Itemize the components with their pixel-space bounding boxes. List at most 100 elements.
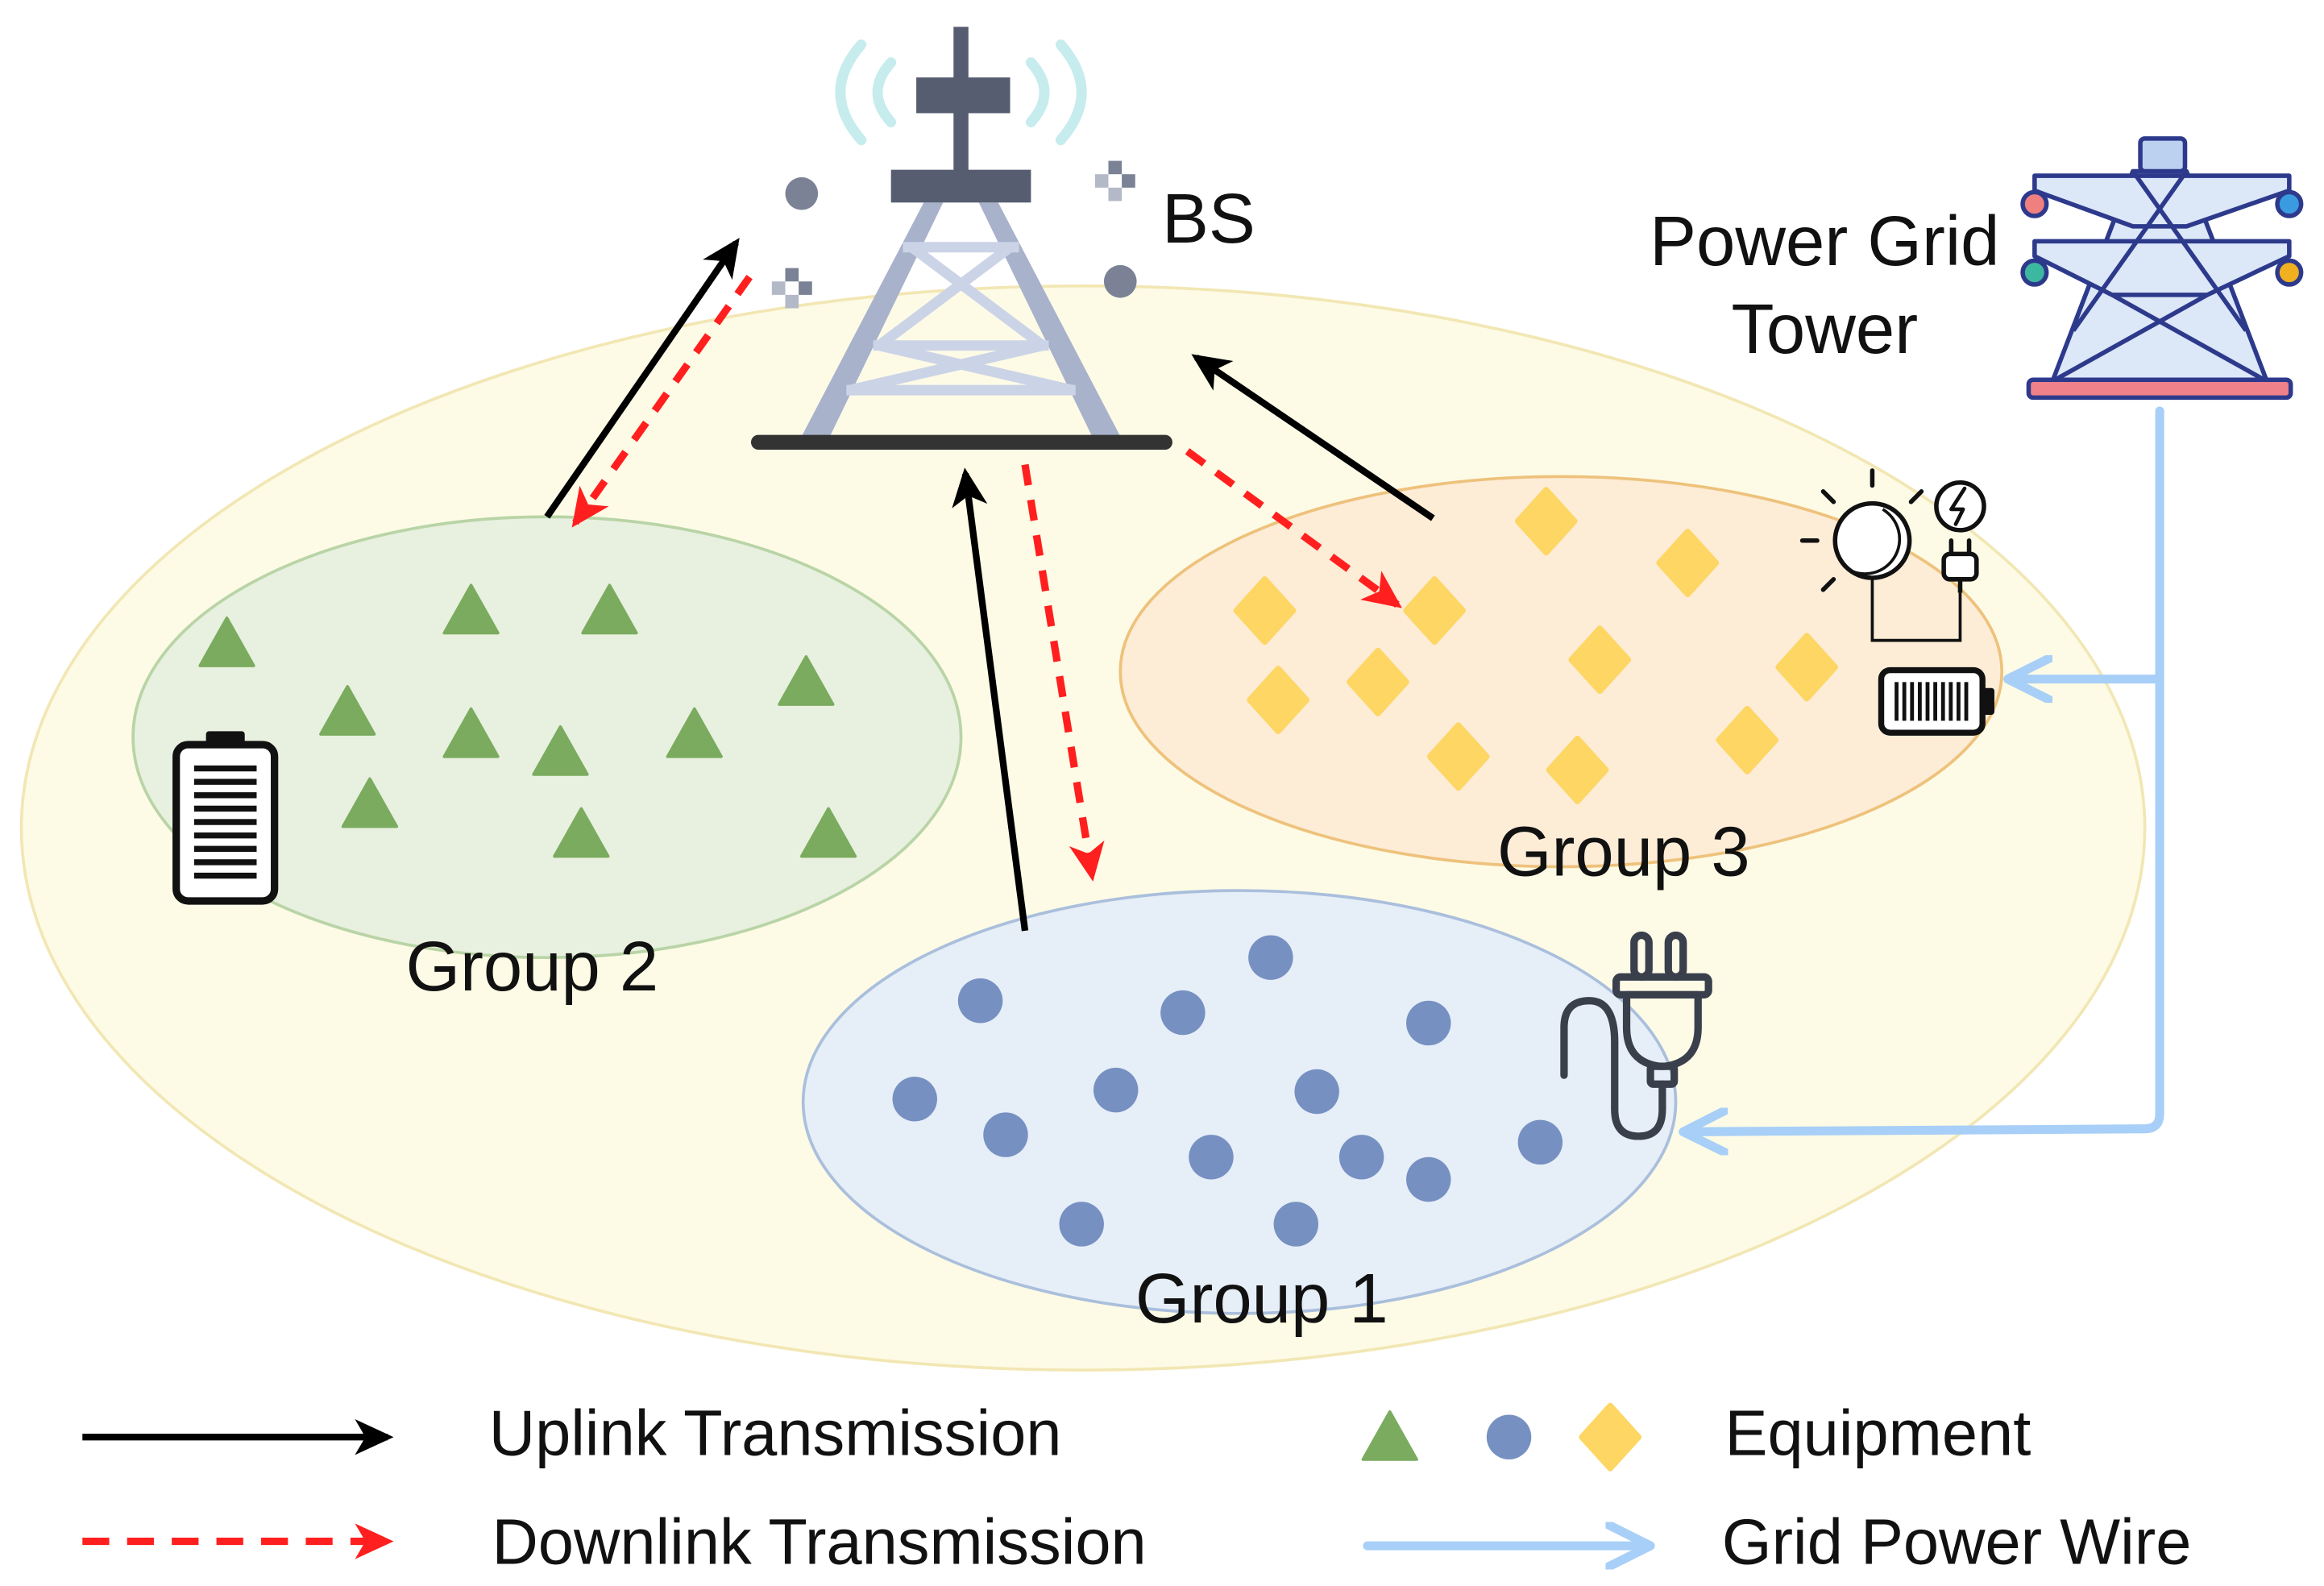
signal-dot — [785, 176, 819, 210]
group3-area — [1118, 475, 2004, 869]
signal-dot — [1103, 264, 1137, 298]
bs-label: BS — [1162, 180, 1255, 258]
power-grid-label-line1: Power Grid — [1650, 202, 1999, 280]
equipment-circle — [1093, 1067, 1139, 1113]
group2-equipment — [198, 583, 857, 858]
equipment-triangle — [442, 583, 500, 635]
legend-circle — [1486, 1414, 1532, 1459]
battery-bar — [1933, 682, 1938, 721]
equipment-circle — [1338, 1135, 1384, 1180]
power-grid-tower-icon — [2020, 136, 2304, 401]
battery-bar — [1894, 682, 1899, 721]
battery-bar — [1940, 682, 1945, 721]
downlink-arrow-group2 — [571, 275, 753, 528]
battery-bar — [193, 778, 257, 785]
equipment-circle — [1248, 935, 1293, 980]
equipment-triangle — [666, 707, 723, 758]
equipment-diamond — [1546, 735, 1609, 804]
legend-equipment-symbols — [1361, 1402, 1642, 1472]
equipment-circle — [1517, 1119, 1563, 1165]
uplink-arrow-group3 — [1191, 354, 1435, 521]
equipment-triangle — [553, 807, 610, 858]
insulator-dot — [2020, 258, 2049, 287]
downlink-arrow-group3 — [1185, 448, 1402, 608]
equipment-triangle — [341, 777, 399, 828]
charging-icon — [1934, 480, 1986, 593]
equipment-circle — [957, 978, 1003, 1023]
equipment-diamond — [1568, 625, 1632, 695]
equipment-circle — [1189, 1135, 1234, 1180]
equipment-diamond — [1426, 722, 1490, 791]
equipment-triangle — [319, 685, 376, 736]
equipment-diamond — [1716, 705, 1779, 774]
battery-bar — [193, 832, 257, 839]
equipment-diamond — [1656, 529, 1720, 598]
battery-bar — [193, 872, 257, 879]
insulator-dot — [2275, 258, 2304, 287]
legend-equipment-label: Equipment — [1725, 1397, 2031, 1468]
equipment-diamond — [1347, 647, 1409, 716]
base-station-icon — [750, 27, 1172, 450]
group1-label: Group 1 — [1135, 1260, 1388, 1338]
legend-grid-wire-label: Grid Power Wire — [1722, 1505, 2192, 1577]
equipment-circle — [1406, 1156, 1451, 1202]
group3-label: Group 3 — [1497, 813, 1750, 891]
legend: Uplink Transmission Downlink Transmissio… — [82, 1397, 2191, 1577]
signal-pixels-icon — [1094, 160, 1135, 201]
battery-icon — [172, 731, 279, 905]
battery-bar — [1902, 682, 1907, 721]
downlink-arrows — [571, 275, 1402, 882]
legend-uplink-label: Uplink Transmission — [489, 1397, 1062, 1468]
uplink-arrows — [544, 238, 1435, 932]
equipment-circle — [983, 1112, 1028, 1157]
equipment-triangle — [442, 707, 500, 758]
battery-bar — [193, 792, 257, 799]
power-grid-label-line2: Tower — [1731, 290, 1918, 368]
equipment-circle — [1059, 1202, 1104, 1247]
wireless-signal-icon — [835, 39, 1087, 146]
equipment-diamond — [1775, 633, 1838, 702]
battery-bar — [193, 805, 257, 812]
equipment-diamond — [1247, 666, 1309, 735]
equipment-diamond — [1514, 487, 1578, 556]
battery-bar — [193, 859, 257, 866]
legend-diamond — [1579, 1402, 1642, 1472]
equipment-triangle — [198, 617, 255, 667]
group1-area — [801, 889, 1678, 1315]
equipment-circle — [1273, 1202, 1319, 1247]
legend-triangle — [1361, 1410, 1418, 1461]
equipment-circle — [1406, 1000, 1451, 1046]
power-plug-icon — [1560, 931, 1712, 1140]
battery-horizontal-icon — [1878, 666, 1994, 736]
grid-power-wire — [1686, 406, 2164, 1131]
equipment-circle — [1160, 990, 1206, 1036]
battery-bar — [1964, 682, 1969, 721]
battery-bar — [193, 845, 257, 852]
equipment-circle — [892, 1077, 937, 1122]
battery-bar — [1917, 682, 1922, 721]
battery-bar — [1910, 682, 1915, 721]
battery-bar — [1925, 682, 1930, 721]
equipment-diamond — [1233, 576, 1297, 646]
battery-bar — [1948, 682, 1953, 721]
battery-bar — [1957, 682, 1961, 721]
battery-bar — [193, 765, 257, 772]
equipment-diamond — [1403, 576, 1466, 646]
insulator-dot — [2020, 189, 2049, 218]
uplink-arrow-group2 — [544, 238, 740, 519]
group1-equipment — [892, 935, 1563, 1247]
equipment-triangle — [799, 807, 857, 858]
insulator-dot — [2275, 189, 2304, 218]
group2-label: Group 2 — [405, 928, 658, 1006]
uplink-arrow-group1 — [952, 467, 1029, 932]
signal-pixels-icon — [771, 268, 812, 309]
solar-moon-icon — [1799, 468, 1962, 642]
equipment-circle — [1294, 1069, 1339, 1115]
battery-bar — [193, 819, 257, 825]
group3-equipment — [1233, 487, 1838, 804]
equipment-triangle — [778, 655, 835, 706]
legend-downlink-label: Downlink Transmission — [492, 1505, 1146, 1577]
equipment-triangle — [532, 724, 589, 776]
equipment-triangle — [581, 583, 638, 635]
